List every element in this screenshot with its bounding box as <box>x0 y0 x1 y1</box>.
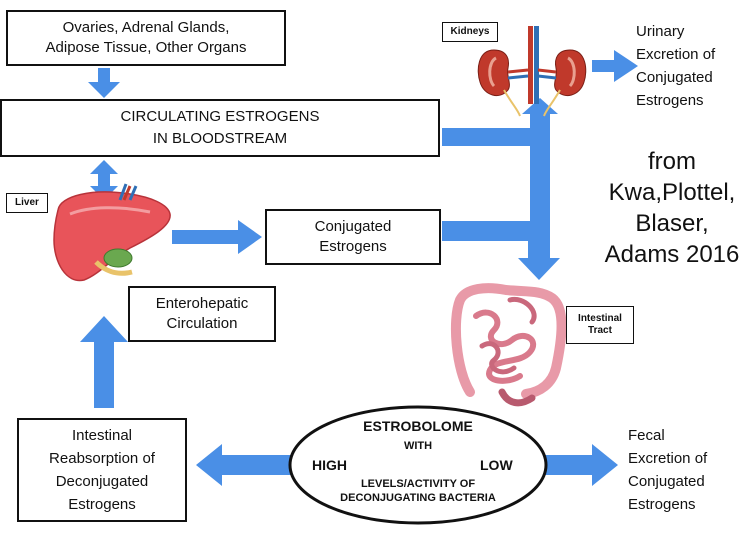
arrow-low-to-fecal <box>526 444 618 486</box>
reabsorption-box: Intestinal Reabsorption of Deconjugated … <box>17 418 187 522</box>
fecal-excretion-label: Fecal Excretion of Conjugated Estrogens <box>628 427 708 513</box>
citation-text: from Kwa,Plottel, Blaser, Adams 2016 <box>604 148 740 268</box>
estrobolome-levels: LEVELS/ACTIVITY OF DECONJUGATING BACTERI… <box>340 478 496 504</box>
estrobolome-with: WITH <box>403 440 433 452</box>
arrow-high-to-reabsorption <box>196 444 310 486</box>
kidneys-illustration <box>477 26 587 117</box>
enterohepatic-text: Enterohepatic Circulation <box>155 295 249 332</box>
circulating-estrogens-text: CIRCULATING ESTROGENS IN BLOODSTREAM <box>120 108 320 147</box>
kidneys-tag-text: Kidneys <box>450 26 490 37</box>
arrow-up-to-kidneys <box>522 98 558 222</box>
arrow-circulating-liver-double <box>90 160 118 200</box>
arrow-circulating-to-junction <box>442 128 530 146</box>
arrow-sources-to-circulating <box>88 68 120 98</box>
liver-tag: Liver <box>6 193 48 213</box>
conjugated-estrogens-text: Conjugated Estrogens <box>314 218 392 255</box>
estrobolome-high: HIGH <box>312 457 347 473</box>
liver-tag-text: Liver <box>15 197 39 208</box>
reabsorption-text: Intestinal Reabsorption of Deconjugated … <box>49 427 155 513</box>
intestinal-tract-tag: Intestinal Tract <box>566 306 634 344</box>
sources-text: Ovaries, Adrenal Glands, Adipose Tissue,… <box>45 19 247 56</box>
kidneys-tag: Kidneys <box>442 22 498 42</box>
arrow-kidneys-to-urinary <box>592 50 638 82</box>
arrow-conjugated-to-junction <box>442 221 528 241</box>
conjugated-estrogens-box: Conjugated Estrogens <box>265 209 441 265</box>
estrobolome-ellipse <box>288 405 548 525</box>
intestinal-tract-tag-text: Intestinal Tract <box>578 313 622 336</box>
urinary-excretion-label: Urinary Excretion of Conjugated Estrogen… <box>636 23 716 109</box>
sources-box: Ovaries, Adrenal Glands, Adipose Tissue,… <box>6 10 286 66</box>
arrow-reabsorption-up <box>80 316 128 408</box>
enterohepatic-box: Enterohepatic Circulation <box>128 286 276 342</box>
arrow-liver-to-conjugated <box>172 220 262 254</box>
arrow-down-to-intestine <box>518 221 560 280</box>
intestine-illustration <box>450 283 567 407</box>
estrobolome-low: LOW <box>480 457 513 473</box>
circulating-estrogens-box: CIRCULATING ESTROGENS IN BLOODSTREAM <box>0 99 440 157</box>
liver-illustration <box>53 183 171 282</box>
estrobolome-title: ESTROBOLOME <box>363 418 473 434</box>
